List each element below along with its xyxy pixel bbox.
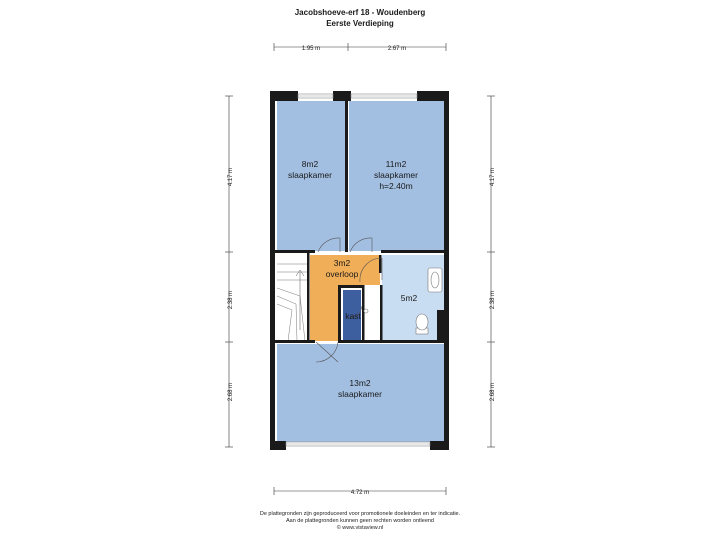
label-bedroom-medium-name: slaapkamer <box>374 170 418 180</box>
door-swings <box>315 237 383 363</box>
sink-icon <box>427 267 443 293</box>
dimension-top <box>273 43 447 51</box>
plan-subtitle: Eerste Verdieping <box>326 19 394 28</box>
dim-right-top: 4.17 m <box>490 168 496 186</box>
dim-bottom: 4.72 m <box>351 490 369 496</box>
dim-left-top: 4.17 m <box>228 168 234 186</box>
label-landing-name: overloop <box>326 269 359 279</box>
footer-line-2: Aan de plattegronden kunnen geen rechten… <box>285 518 434 524</box>
footer-copyright: © www.vistaview.nl <box>336 525 384 531</box>
toilet-icon <box>415 313 429 331</box>
label-bathroom-area: 5m2 <box>401 293 418 303</box>
bathroom-fixtures <box>363 267 443 335</box>
dim-top-right: 2.67 m <box>388 46 406 52</box>
window-lines <box>286 95 430 445</box>
footer-line-1: De plattegronden zijn geproduceerd voor … <box>259 511 461 517</box>
room-landing <box>310 255 380 341</box>
label-bedroom-large-area: 13m2 <box>349 378 371 388</box>
room-bedroom-small <box>277 101 345 251</box>
room-closet <box>343 290 361 341</box>
dim-right-mid: 2.38 m <box>490 291 496 309</box>
dimension-bottom <box>273 487 447 495</box>
walls <box>270 91 449 450</box>
label-bedroom-large-name: slaapkamer <box>338 389 382 399</box>
label-bedroom-medium-area: 11m2 <box>386 159 407 169</box>
label-bedroom-small-area: 8m2 <box>302 159 319 169</box>
dimension-right <box>487 95 495 448</box>
dim-left-mid: 2.38 m <box>228 291 234 309</box>
label-landing-area: 3m2 <box>334 258 351 268</box>
staircase <box>276 263 309 342</box>
dimension-left <box>225 95 233 448</box>
label-bedroom-medium-height: h=2.40m <box>379 181 412 191</box>
footer-disclaimer: De plattegronden zijn geproduceerd voor … <box>0 511 720 532</box>
dim-right-bottom: 2.68 m <box>490 383 496 401</box>
dim-left-bottom: 2.68 m <box>228 383 234 401</box>
room-bedroom-large <box>277 344 444 444</box>
label-closet-name: kast <box>345 311 361 321</box>
room-bedroom-medium <box>349 101 444 251</box>
dim-top-left: 1.95 m <box>302 46 320 52</box>
label-bedroom-small-name: slaapkamer <box>288 170 332 180</box>
shower-drain-icon <box>363 308 369 314</box>
plan-title: Jacobshoeve-erf 18 - Woudenberg <box>294 8 426 17</box>
